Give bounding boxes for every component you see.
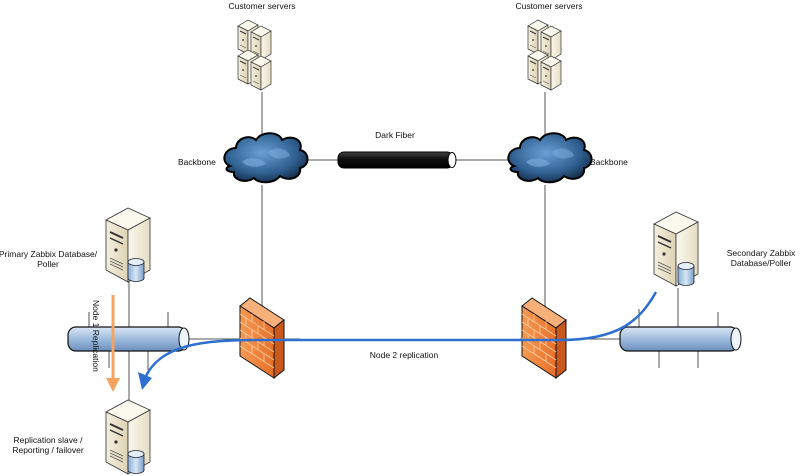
label-backbone-right: Backbone [590,157,628,167]
label-backbone-left: Backbone [178,157,216,167]
label-replica-line1: Replication slave / [14,435,84,445]
backbone-cloud-left [223,132,309,184]
label-primary-line1: Primary Zabbix Database/ [0,249,98,259]
backbone-cloud-right [507,132,593,184]
node2-replication-arrow [138,291,658,390]
label-primary-line2: Poller [37,259,59,269]
lan-bus-right [619,326,742,352]
label-dark-fiber: Dark Fiber [375,130,415,140]
label-secondary-line2: Database/Poller [731,258,792,268]
customer-servers-left [237,19,272,91]
label-node2-replication: Node 2 replication [370,350,439,360]
primary-zabbix-server [105,207,151,283]
node1-replication-arrow [106,295,120,392]
label-customer-servers-right: Customer servers [515,1,582,11]
label-secondary-line1: Secondary Zabbix [727,248,796,258]
firewall-right [521,297,567,379]
label-replica-line2: Reporting / failover [12,445,84,455]
secondary-zabbix-server [653,211,699,287]
dark-fiber-cable [337,151,457,169]
label-node1-replication: Node 1 Replication [91,300,101,372]
connection-lines [88,92,719,400]
lan-bus-left [67,326,190,352]
label-customer-servers-left: Customer servers [228,1,295,11]
customer-servers-right [527,19,562,91]
replication-slave-server [105,399,151,475]
firewall-left [239,297,285,379]
